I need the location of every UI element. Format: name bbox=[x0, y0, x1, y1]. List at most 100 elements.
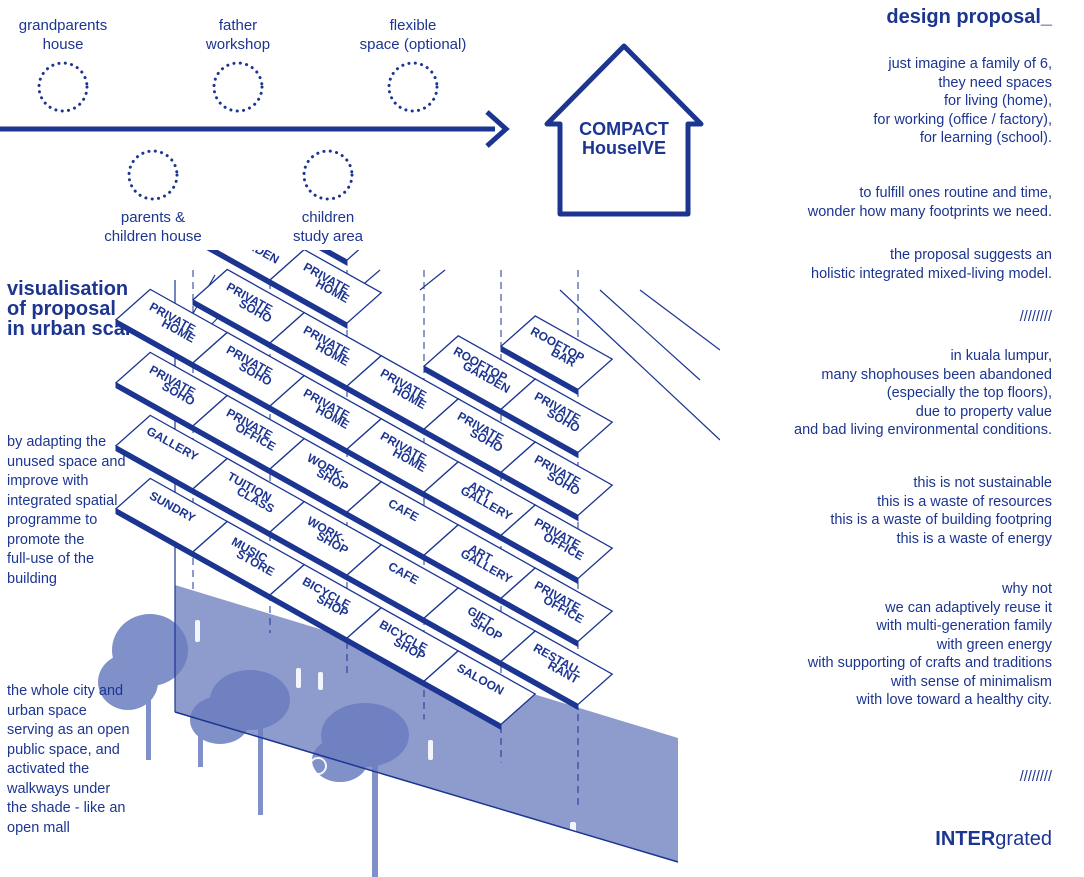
text-line: with sense of minimalism bbox=[890, 673, 1052, 690]
design-proposal-title: design proposal_ bbox=[886, 6, 1052, 28]
text-line: in kuala lumpur, bbox=[950, 348, 1052, 364]
person bbox=[428, 740, 433, 760]
slab-cafe: CAFE bbox=[345, 543, 460, 625]
workshop-node-circle bbox=[212, 61, 264, 113]
text-line: with green energy bbox=[936, 636, 1052, 653]
intergrated-brand: INTERgrated bbox=[935, 828, 1052, 851]
text-line: for living (home), bbox=[944, 93, 1052, 109]
text-line: the proposal suggests an bbox=[889, 247, 1052, 263]
slab-edge bbox=[500, 597, 579, 648]
text-line: building bbox=[7, 570, 57, 587]
person bbox=[474, 815, 478, 830]
text-line: due to property value bbox=[915, 403, 1052, 420]
text-line: with love toward a healthy city. bbox=[856, 692, 1052, 708]
text-line: by adapting the bbox=[7, 434, 107, 450]
person bbox=[318, 672, 323, 690]
text-line: with multi-generation family bbox=[876, 618, 1052, 634]
ground-shade bbox=[175, 585, 678, 862]
proposal-block-6: why not we can adaptively reuse it with … bbox=[808, 580, 1052, 710]
city-paragraph: the whole city and urban space serving a… bbox=[7, 682, 130, 838]
tree-trunk bbox=[198, 712, 203, 767]
node-label-flexible: flexible space (optional) bbox=[359, 17, 467, 53]
heading-line: visualisation bbox=[7, 278, 129, 300]
text-line: full-use of the bbox=[7, 551, 95, 567]
separator-2: //////// bbox=[1019, 769, 1052, 785]
node-label-parents: parents & children house bbox=[104, 209, 202, 245]
text-line: open mall bbox=[7, 819, 70, 836]
roof-line bbox=[559, 289, 720, 441]
slab-edge bbox=[500, 345, 579, 396]
text-line: to fulfill ones routine and time, bbox=[859, 185, 1052, 201]
node-label-grandparents: grandparents house bbox=[18, 17, 108, 53]
house-label: COMPACT HouseIVE bbox=[560, 120, 688, 158]
slab-edge bbox=[500, 408, 579, 459]
text-line: with supporting of crafts and traditions bbox=[807, 655, 1052, 671]
slab-layer: PRIVATEHOMEROOFTOPBARROOFTOPGARDENPRIVAT… bbox=[114, 250, 720, 806]
text-line: improve with bbox=[7, 473, 89, 489]
slab-edge bbox=[423, 680, 502, 731]
timeline-arrow-head bbox=[485, 110, 510, 148]
person bbox=[296, 668, 301, 688]
tree-trunk bbox=[258, 715, 263, 815]
heading-line: in urban scale bbox=[7, 318, 142, 340]
house-outline-icon bbox=[544, 43, 704, 217]
timeline-graphic bbox=[0, 43, 704, 217]
slab-edge bbox=[500, 471, 579, 522]
urban-diagram: PRIVATEHOMEROOFTOPBARROOFTOPGARDENPRIVAT… bbox=[98, 250, 720, 877]
tree-canopy bbox=[190, 696, 250, 744]
person bbox=[460, 808, 465, 830]
tree-trunk bbox=[146, 670, 151, 760]
slab-cafe: CAFE bbox=[345, 480, 460, 562]
text-line: for working (office / factory), bbox=[873, 111, 1052, 128]
text-line: urban space bbox=[7, 702, 87, 719]
text-line: serving as an open bbox=[7, 722, 130, 738]
roof-line bbox=[639, 289, 720, 351]
grandparents-node-circle bbox=[37, 61, 89, 113]
node-label-study: children study area bbox=[292, 209, 364, 245]
node-label-workshop: father workshop bbox=[205, 17, 271, 53]
person bbox=[486, 812, 491, 832]
slab-edge bbox=[500, 660, 579, 711]
people-silhouettes bbox=[195, 620, 576, 848]
tree-trunk bbox=[372, 750, 378, 877]
proposal-block-5: this is not sustainable this is a waste … bbox=[830, 474, 1052, 548]
text-line: why not bbox=[1002, 581, 1052, 597]
flexible-node-circle bbox=[387, 61, 439, 113]
text-line: unused space and bbox=[7, 453, 126, 470]
text-line: programme to bbox=[7, 512, 98, 528]
study-node-circle bbox=[302, 149, 354, 201]
slab-sundry: SUNDRY bbox=[114, 477, 229, 558]
text-line: wonder how many footprints we need. bbox=[807, 203, 1052, 220]
text-line: this is a waste of energy bbox=[896, 530, 1052, 547]
text-line: activated the bbox=[7, 761, 90, 777]
text-line: promote the bbox=[7, 531, 85, 548]
text-line: for learning (school). bbox=[919, 130, 1052, 146]
proposal-block-3: the proposal suggests an holistic integr… bbox=[811, 246, 1052, 283]
visualisation-heading: visualisation of proposal in urban scale bbox=[7, 279, 142, 339]
text-line: the shade - like an bbox=[7, 800, 126, 816]
heading-line: of proposal bbox=[7, 298, 116, 320]
tree-silhouettes bbox=[98, 614, 409, 877]
roof-line bbox=[599, 289, 701, 381]
text-line: many shophouses been abandoned bbox=[821, 366, 1052, 383]
slab-edge bbox=[500, 534, 579, 585]
text-line: this is not sustainable bbox=[913, 475, 1052, 491]
text-line: they need spaces bbox=[938, 74, 1052, 91]
slab-edge bbox=[318, 250, 348, 266]
slab-restau-rant: RESTAU-RANT bbox=[499, 630, 614, 711]
text-line: integrated spatial bbox=[7, 492, 118, 509]
slab-top-face bbox=[327, 250, 360, 261]
slab-edge bbox=[269, 279, 348, 329]
text-line: the whole city and bbox=[7, 683, 124, 699]
roof-line bbox=[419, 269, 446, 291]
